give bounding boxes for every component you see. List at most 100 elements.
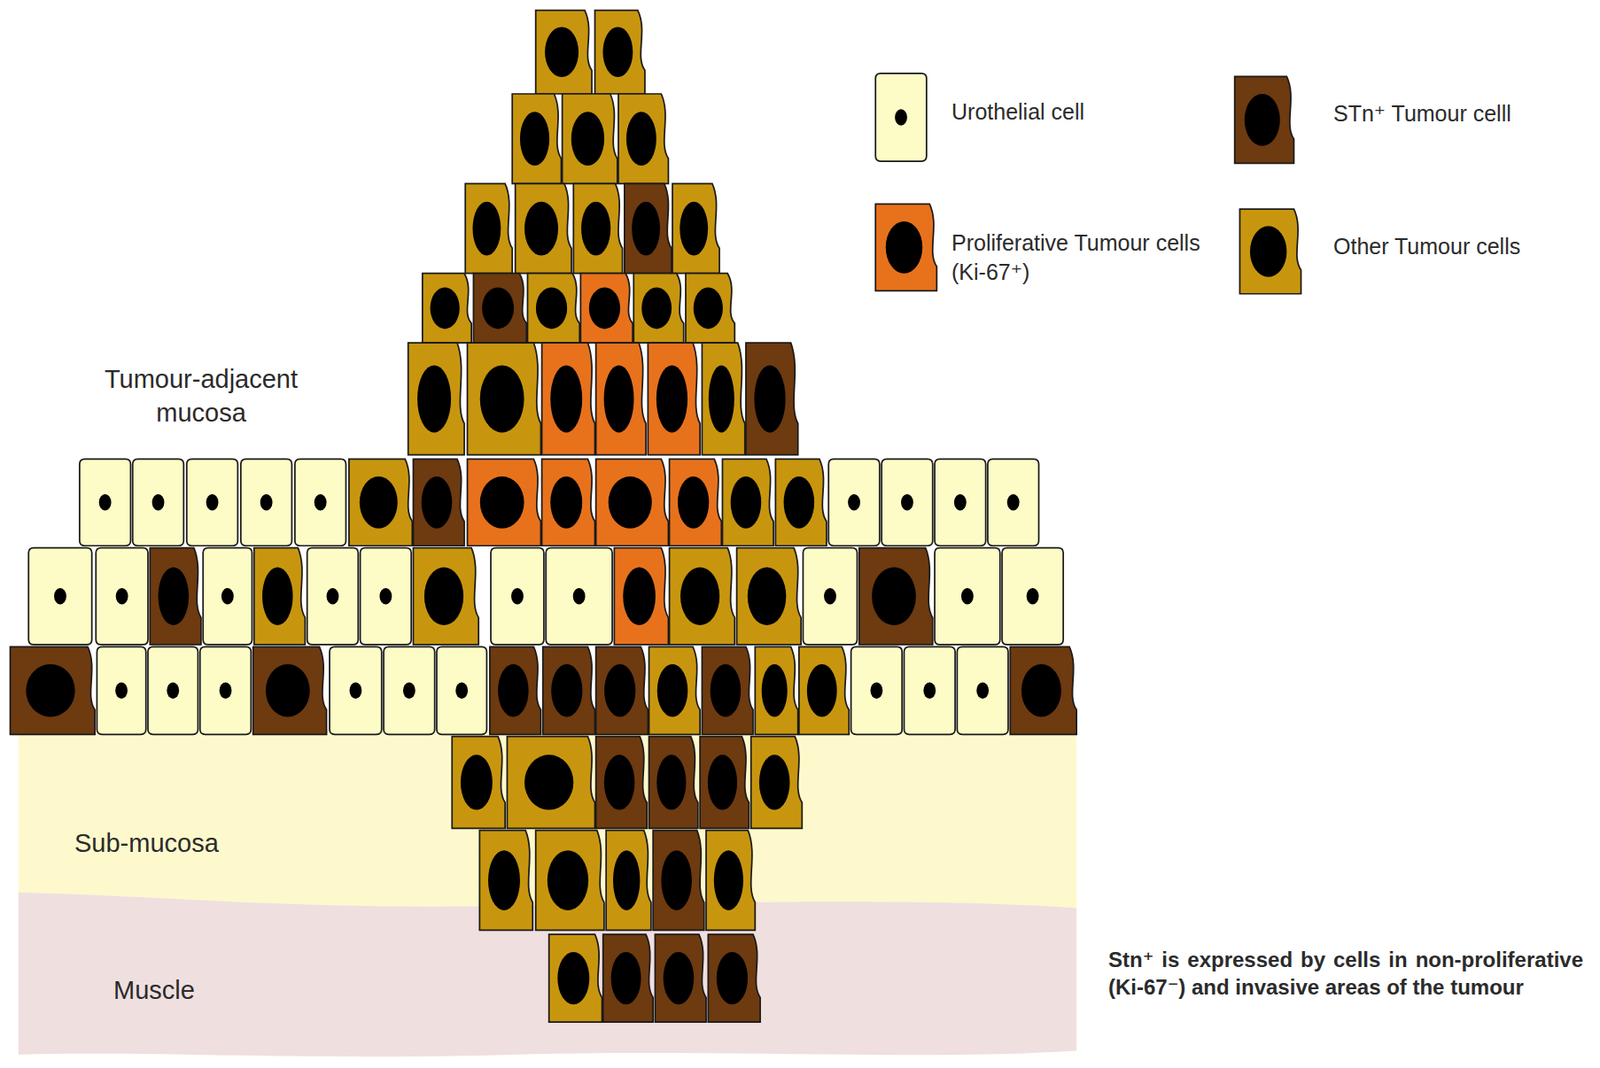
cell-body bbox=[202, 548, 252, 645]
cell-nucleus bbox=[900, 494, 914, 511]
cell bbox=[329, 646, 382, 735]
cell-body bbox=[1001, 548, 1064, 645]
cell-nucleus bbox=[524, 201, 559, 257]
cell-nucleus bbox=[894, 108, 908, 125]
cell bbox=[467, 458, 542, 546]
cell-body bbox=[618, 93, 668, 184]
cell-body bbox=[200, 646, 252, 735]
cell-body bbox=[754, 646, 798, 735]
cell-nucleus bbox=[871, 566, 917, 626]
cell-nucleus bbox=[535, 287, 567, 329]
cell bbox=[473, 273, 527, 343]
cell-nucleus bbox=[54, 588, 67, 605]
cell bbox=[875, 73, 927, 162]
cell bbox=[408, 342, 465, 456]
cell-body bbox=[562, 93, 618, 184]
cell bbox=[596, 342, 646, 456]
cell bbox=[149, 548, 202, 645]
cell bbox=[512, 93, 561, 184]
cell-body bbox=[254, 548, 306, 645]
cell bbox=[527, 273, 580, 343]
cell-nucleus bbox=[1250, 225, 1287, 277]
cell-nucleus bbox=[99, 494, 112, 511]
cell bbox=[934, 548, 1001, 645]
cell-nucleus bbox=[663, 952, 695, 1005]
cell-body bbox=[349, 458, 412, 546]
cell bbox=[200, 646, 252, 735]
cell-nucleus bbox=[730, 476, 762, 529]
cell-nucleus bbox=[823, 588, 837, 605]
cell bbox=[506, 737, 595, 830]
cell-body bbox=[95, 548, 148, 645]
cell-nucleus bbox=[1021, 664, 1062, 717]
cell bbox=[79, 458, 132, 546]
cell-body bbox=[596, 458, 669, 546]
cell-body bbox=[685, 273, 735, 343]
cell bbox=[903, 646, 956, 735]
cell-body bbox=[669, 458, 723, 546]
cell bbox=[535, 10, 592, 94]
cell-body bbox=[473, 273, 527, 343]
cell-body bbox=[436, 646, 487, 735]
cell-body bbox=[408, 342, 465, 456]
cell-nucleus bbox=[349, 683, 362, 700]
cell-body bbox=[903, 646, 956, 735]
cell bbox=[649, 737, 699, 830]
cell-body bbox=[79, 458, 132, 546]
cell-nucleus bbox=[379, 588, 392, 605]
cell-nucleus bbox=[954, 494, 967, 511]
cell bbox=[596, 737, 648, 830]
cell-nucleus bbox=[679, 201, 708, 257]
cell-body bbox=[649, 646, 701, 735]
cell-body bbox=[479, 831, 533, 932]
cell-body bbox=[240, 458, 293, 546]
cell-body bbox=[875, 203, 937, 291]
cell-body bbox=[745, 342, 799, 456]
cell bbox=[745, 342, 799, 456]
cell-nucleus bbox=[430, 287, 460, 329]
cell-nucleus bbox=[421, 476, 453, 529]
cell-body bbox=[633, 273, 684, 343]
cell bbox=[828, 458, 880, 546]
cell-nucleus bbox=[626, 111, 657, 166]
cell bbox=[851, 646, 903, 735]
cell bbox=[596, 646, 649, 735]
legend-text: Other Tumour cells bbox=[1333, 232, 1591, 262]
cell bbox=[722, 458, 774, 546]
cell-nucleus bbox=[622, 566, 656, 626]
cell bbox=[412, 458, 465, 546]
cell-nucleus bbox=[923, 683, 936, 700]
cell-body bbox=[147, 646, 198, 735]
cell-body bbox=[10, 646, 96, 735]
cell-nucleus bbox=[716, 952, 748, 1005]
cell bbox=[562, 93, 618, 184]
cell bbox=[881, 458, 933, 546]
cell-nucleus bbox=[262, 566, 294, 626]
cell bbox=[987, 458, 1040, 546]
cell-body bbox=[934, 548, 1001, 645]
cell-body bbox=[707, 934, 761, 1023]
cell bbox=[451, 737, 505, 830]
cell-nucleus bbox=[547, 850, 589, 911]
cell bbox=[543, 646, 596, 735]
legend-text: Urothelial cell bbox=[951, 97, 1218, 127]
cell-body bbox=[875, 73, 927, 162]
cell-nucleus bbox=[260, 494, 273, 511]
cell-body bbox=[149, 548, 202, 645]
cell bbox=[383, 646, 435, 735]
cell-body bbox=[1239, 209, 1301, 295]
cell-nucleus bbox=[524, 754, 574, 810]
cell-body bbox=[96, 646, 146, 735]
cell-nucleus bbox=[657, 664, 689, 717]
legend-text: Proliferative Tumour cells (Ki-67⁺) bbox=[951, 228, 1209, 287]
cell-body bbox=[828, 458, 880, 546]
cell bbox=[186, 458, 239, 546]
cell-body bbox=[253, 646, 327, 735]
cell-nucleus bbox=[359, 476, 398, 529]
cell-body bbox=[596, 646, 649, 735]
cell-nucleus bbox=[759, 754, 791, 810]
cell-body bbox=[934, 458, 987, 546]
cell bbox=[28, 548, 92, 645]
cell-nucleus bbox=[747, 566, 787, 626]
cell-body bbox=[307, 548, 359, 645]
